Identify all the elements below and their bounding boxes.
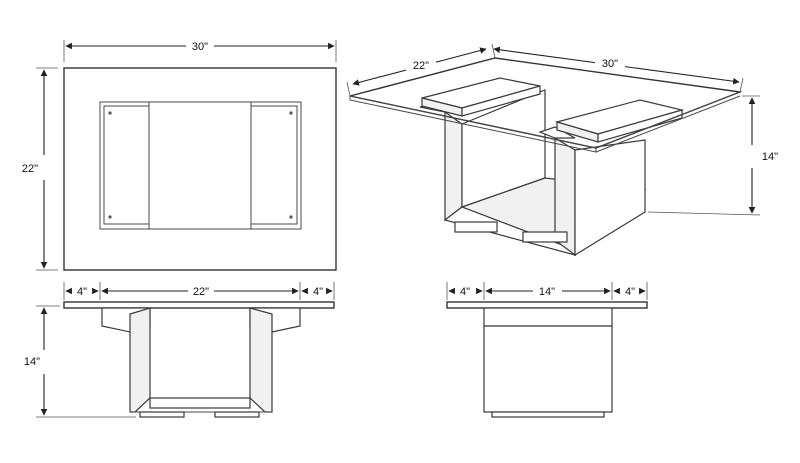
top-view-base-outline: [99, 101, 302, 230]
side-view-foot: [491, 411, 605, 418]
side-view-pad: [483, 307, 613, 327]
dim-front-overhang-right-label: 4": [313, 286, 323, 298]
side-view-glass: [446, 301, 648, 309]
dim-side-span-label: 14": [539, 286, 555, 298]
iso-pad-right-side: [597, 109, 683, 143]
dim-front-overhang-left-label: 4": [77, 286, 87, 298]
top-view-bolt: [289, 215, 293, 219]
dim-iso-width-label: 30": [602, 58, 618, 70]
top-view: 30" 22": [22, 40, 337, 271]
side-view-base: [483, 325, 613, 413]
dim-top-depth-label: 22": [22, 163, 38, 175]
top-view-pad-left: [103, 105, 150, 225]
front-view-foot-left: [139, 411, 185, 418]
front-view-foot-right: [214, 411, 260, 418]
dim-top-width-label: 30": [192, 41, 208, 53]
iso-base-cap-right: [538, 126, 576, 139]
iso-pad-left-side: [461, 85, 541, 117]
front-view-base-floor: [149, 397, 251, 409]
iso-foot-left: [454, 221, 498, 233]
side-view: 4" 14" 4": [446, 282, 648, 418]
dim-front-height-label: 14": [24, 356, 40, 368]
front-view: 4" 22" 4" 14": [24, 282, 335, 418]
iso-base-left-face: [444, 110, 463, 222]
iso-base-right-face: [574, 139, 646, 257]
front-view-column-right: [249, 307, 273, 413]
dim-iso-height-label: 14": [762, 151, 778, 163]
front-view-glass: [63, 301, 335, 309]
dim-front-span-label: 22": [193, 286, 209, 298]
dim-iso-depth-label: 22": [413, 60, 429, 72]
top-view-glass: [63, 67, 337, 271]
dim-side-overhang-right-label: 4": [625, 286, 635, 298]
isometric-view: 22" 30" 14": [346, 43, 778, 257]
top-view-bolt: [108, 111, 112, 115]
top-view-pad-right: [250, 105, 298, 225]
iso-foot-right: [522, 231, 568, 243]
front-view-column-left: [129, 307, 151, 413]
top-view-bolt: [108, 215, 112, 219]
dim-side-overhang-left-label: 4": [460, 286, 470, 298]
top-view-bolt: [289, 111, 293, 115]
